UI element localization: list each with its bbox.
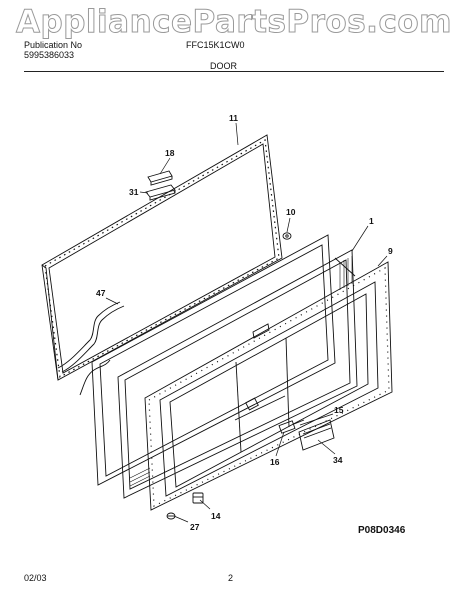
callout-18: 18 (165, 148, 175, 158)
switch-cover (298, 419, 335, 451)
callout-27: 27 (190, 522, 200, 532)
callout-34: 34 (333, 455, 343, 465)
door-gasket (41, 134, 283, 381)
revision-date: 02/03 (24, 573, 47, 583)
door-panel (117, 249, 358, 499)
callout-14: 14 (211, 511, 221, 521)
hinge-plug (192, 492, 204, 504)
callout-31: 31 (129, 187, 139, 197)
callout-16: 16 (270, 457, 280, 467)
wire-harness (57, 301, 125, 396)
handle-cap (147, 170, 173, 186)
page-number: 2 (228, 573, 234, 583)
model-number: FFC15K1CW0 (186, 40, 245, 50)
inner-door-liner (91, 234, 336, 486)
header-rule (24, 71, 444, 72)
outer-door-frame (144, 261, 393, 511)
leader-lines (105, 122, 388, 523)
handle-base (145, 184, 176, 201)
publication-number: 5995386033 (24, 50, 75, 60)
screw-part (282, 232, 292, 240)
drawing-code: P08D0346 (358, 525, 406, 536)
callout-11: 11 (229, 113, 238, 123)
light-switch (278, 419, 305, 434)
callout-47: 47 (96, 288, 106, 298)
section-title: DOOR (210, 61, 237, 71)
callout-1: 1 (369, 216, 374, 226)
publication-label: Publication No (24, 40, 83, 50)
callout-15: 15 (334, 405, 344, 415)
callout-9: 9 (388, 246, 393, 256)
watermark: AppliancePartsPros.com (16, 4, 452, 41)
callout-10: 10 (286, 207, 296, 217)
hinge-screw (166, 512, 176, 520)
